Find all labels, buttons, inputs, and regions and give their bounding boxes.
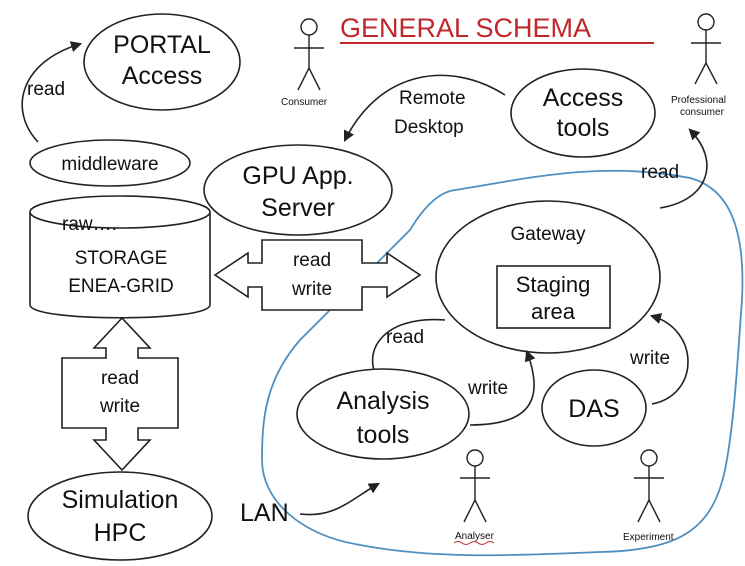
storage-hpc-double-arrow [61, 316, 179, 472]
analysis-line2: tools [357, 421, 410, 449]
gpu-line2: Server [261, 194, 335, 222]
das-node [541, 369, 647, 447]
middleware-label: middleware [61, 154, 158, 175]
portal-line1: PORTAL [113, 31, 211, 59]
access-tools-line1: Access [543, 84, 624, 112]
remote-desktop-line1: Remote [399, 88, 466, 109]
lan-label: LAN [240, 499, 289, 527]
read-label-top-left: read [27, 79, 65, 100]
lan-arrow [299, 482, 380, 516]
analyser-actor-icon [460, 449, 490, 523]
portal-access-node [83, 13, 241, 111]
write-label-analysis: write [467, 378, 508, 399]
storage-hpc-read: read [101, 368, 139, 389]
gpu-line1: GPU App. [242, 162, 353, 190]
experiment-actor-icon [634, 449, 664, 523]
analyser-underline [453, 541, 495, 545]
access-tools-line2: tools [557, 114, 610, 142]
lan-region-boundary [261, 169, 744, 557]
analyser-label: Analyser [455, 531, 495, 542]
staging-line1: Staging [516, 272, 591, 297]
storage-gateway-read: read [293, 250, 331, 271]
storage-hpc-write: write [99, 396, 140, 417]
consumer-actor-icon [294, 18, 324, 91]
read-arrow-middleware-portal [21, 41, 83, 143]
simulation-line1: Simulation [62, 486, 179, 514]
staging-area-node [496, 265, 611, 329]
read-label-analysis: read [386, 327, 424, 348]
read-arrow-gateway-access [659, 128, 708, 209]
professional-label-line1: Professional [671, 95, 726, 106]
gpu-app-server-node [203, 144, 393, 236]
diagram-title: GENERAL SCHEMA [340, 13, 591, 43]
remote-desktop-arrow [343, 74, 506, 143]
simulation-line2: HPC [94, 519, 147, 547]
storage-label: STORAGE [75, 248, 168, 269]
portal-line2: Access [122, 62, 203, 90]
write-arrow-das-gateway [649, 313, 689, 405]
access-tools-node [510, 68, 656, 158]
analysis-line1: Analysis [336, 387, 429, 415]
storage-gateway-double-arrow [213, 239, 422, 311]
experiment-label: Experiment [623, 532, 674, 543]
gateway-label: Gateway [511, 224, 586, 245]
analysis-tools-node [296, 368, 470, 460]
das-label: DAS [568, 395, 619, 423]
write-arrow-analysis-gateway [469, 349, 536, 426]
staging-line2: area [531, 299, 576, 324]
professional-label-line2: consumer [680, 107, 725, 118]
middleware-node [29, 139, 191, 187]
storage-enea-label: ENEA-GRID [68, 276, 174, 297]
consumer-label: Consumer [281, 97, 328, 108]
read-label-right: read [641, 162, 679, 183]
storage-enea-grid-node [29, 195, 211, 319]
storage-raw-label: raw…. [62, 214, 117, 235]
simulation-hpc-node [27, 471, 213, 561]
remote-desktop-line2: Desktop [394, 117, 464, 138]
storage-gateway-write: write [291, 279, 332, 300]
professional-consumer-actor-icon [691, 13, 721, 85]
write-label-das: write [629, 348, 670, 369]
